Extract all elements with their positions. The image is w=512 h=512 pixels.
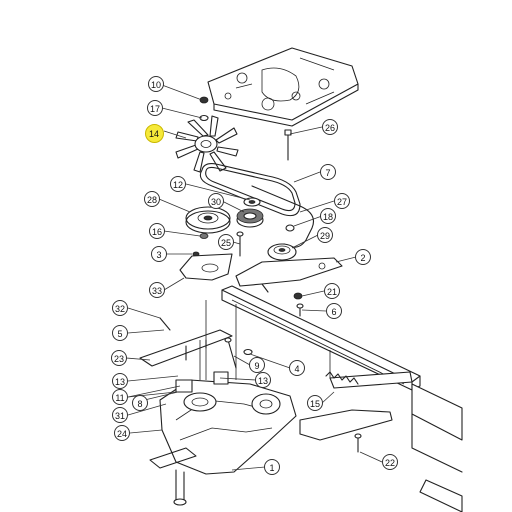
callout-26: 26 <box>322 119 338 135</box>
bolt-32 <box>159 317 171 331</box>
chassis-frame <box>221 285 463 512</box>
callout-14-highlighted: 14 <box>144 123 164 143</box>
pulley-30 <box>236 208 264 228</box>
callout-6: 6 <box>326 303 342 319</box>
cooling-fan <box>175 115 239 173</box>
callout-15: 15 <box>307 395 323 411</box>
idler-12 <box>243 197 261 207</box>
cover-plate <box>207 47 359 127</box>
callout-5: 5 <box>112 325 128 341</box>
bracket-23 <box>139 329 233 367</box>
callout-9: 9 <box>249 357 265 373</box>
callout-7: 7 <box>320 164 336 180</box>
callout-30: 30 <box>208 193 224 209</box>
nut-10 <box>199 96 209 104</box>
spring-15 <box>325 371 359 385</box>
callout-4: 4 <box>289 360 305 376</box>
callout-18: 18 <box>320 208 336 224</box>
washer-17 <box>199 114 209 122</box>
rod-9 <box>224 337 237 369</box>
callout-8: 8 <box>132 395 148 411</box>
callout-25: 25 <box>218 234 234 250</box>
callout-13-right: 13 <box>255 372 271 388</box>
callout-21: 21 <box>324 283 340 299</box>
callout-29: 29 <box>317 227 333 243</box>
washer-16 <box>199 233 209 239</box>
callout-10: 10 <box>148 76 164 92</box>
bolt-26 <box>284 129 292 161</box>
bolt-22 <box>354 433 362 453</box>
callout-24: 24 <box>114 425 130 441</box>
callout-2: 2 <box>355 249 371 265</box>
callout-28: 28 <box>144 191 160 207</box>
callout-12: 12 <box>170 176 186 192</box>
callout-23: 23 <box>111 350 127 366</box>
callout-31: 31 <box>112 407 128 423</box>
pulley-28 <box>185 206 231 234</box>
callout-33: 33 <box>149 282 165 298</box>
bolt-4 <box>243 348 253 356</box>
idler-arm-2 <box>235 257 343 293</box>
callout-16: 16 <box>149 223 165 239</box>
callout-1: 1 <box>264 459 280 475</box>
callout-3: 3 <box>151 246 167 262</box>
bolt-25 <box>236 231 244 257</box>
callout-22: 22 <box>382 454 398 470</box>
idler-pulley-29 <box>267 243 297 261</box>
callout-27: 27 <box>334 193 350 209</box>
callout-17: 17 <box>147 100 163 116</box>
callout-32: 32 <box>112 300 128 316</box>
callout-11: 11 <box>112 389 128 405</box>
bracket-33 <box>179 253 233 281</box>
nut-21 <box>293 292 303 300</box>
bolt-6 <box>296 303 304 317</box>
callout-13-left: 13 <box>112 373 128 389</box>
spacer-18 <box>285 224 295 232</box>
transaxle <box>149 300 297 506</box>
